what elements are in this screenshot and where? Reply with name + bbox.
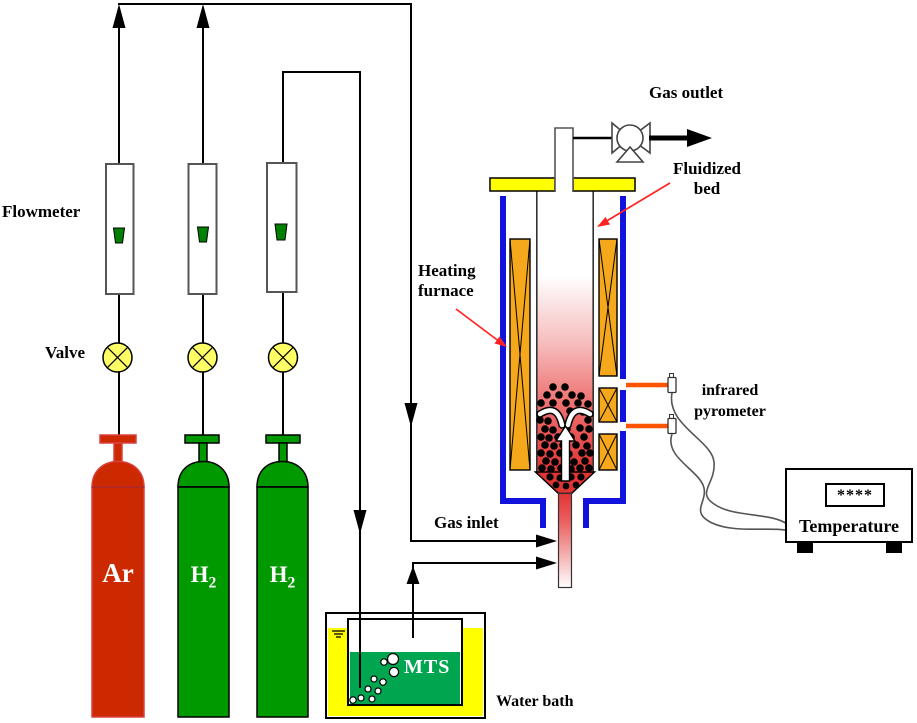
sensor-wire-1 [670, 392, 788, 525]
pipe-h2b-to-bubbler [282, 71, 361, 688]
furnace-shell [500, 196, 626, 528]
h2a-sub: 2 [208, 574, 217, 592]
pipe-bubbler-to-inlet [412, 562, 548, 638]
valve-3-icon [267, 342, 299, 373]
gas-outlet-arrow-icon [649, 129, 712, 147]
reactor-assembly [489, 121, 791, 589]
gas-valves [102, 342, 299, 373]
temperature-label: Temperature [799, 516, 899, 536]
gas-inlet-label: Gas inlet [434, 513, 499, 532]
fluidized-bed-label: Fluidized bed [657, 159, 757, 199]
flow-arrows [112, 4, 557, 584]
hydrogen-cylinder-1-label: H2 [178, 562, 229, 593]
infrared-pyrometer-label: infrared pyrometer [670, 380, 790, 422]
h2b-sub: 2 [287, 574, 296, 592]
temperature-readout-box: **** Temperature [785, 468, 913, 543]
heating-furnace-label: Heating furnace [418, 261, 476, 301]
argon-cylinder-label: Ar [92, 558, 144, 594]
valve-2-icon [187, 342, 218, 373]
infrared-pyrometer-label-line2: pyrometer [694, 403, 766, 420]
outlet-riser [554, 127, 574, 191]
fluidized-bed-label-line2: bed [693, 179, 721, 198]
arrow-up-bubbler-out [406, 566, 420, 584]
h2b-symbol: H [269, 562, 288, 587]
mts-label: MTS [404, 656, 451, 678]
flowmeter-floats [112, 223, 288, 244]
annotation-arrows [455, 182, 671, 347]
arrow-down-bubbler [353, 510, 367, 534]
pipe-direct-gas-inlet [410, 4, 548, 542]
hydrogen-cylinder-2 [256, 434, 309, 718]
heating-furnace-pointer [455, 308, 501, 343]
flowmeters [105, 162, 298, 295]
fluidized-bed-label-line1: Fluidized [672, 159, 741, 178]
valve-1-icon [102, 342, 133, 373]
heating-elements [509, 238, 618, 471]
water-level-icon [332, 630, 345, 638]
temperature-box-foot-left [797, 541, 813, 553]
heating-furnace-label-line1: Heating [418, 261, 476, 280]
heating-furnace-label-line2: furnace [418, 281, 474, 300]
arrow-up-1 [112, 4, 126, 28]
water-bath [325, 612, 486, 719]
temperature-display: **** [825, 483, 885, 507]
bubbles [349, 652, 400, 704]
valve-label: Valve [45, 343, 85, 362]
flowmeter-label: Flowmeter [2, 202, 81, 221]
hydrogen-cylinder-2-label: H2 [257, 562, 308, 593]
top-flange-right [572, 177, 636, 192]
argon-symbol: Ar [102, 558, 134, 588]
reactor-inlet-tube [557, 492, 573, 589]
hydrogen-cylinder-1 [177, 434, 230, 718]
mts-liquid [350, 652, 460, 704]
gas-fountain-icon [536, 406, 594, 429]
arrow-inlet-upper [536, 534, 557, 548]
outlet-valve-icon [611, 121, 651, 163]
infrared-pyrometer-label-line1: infrared [701, 382, 759, 399]
gas-outlet-label: Gas outlet [649, 83, 724, 102]
arrow-inlet-lower [536, 556, 557, 570]
fluidized-bed-pointer [604, 182, 671, 223]
h2a-symbol: H [190, 562, 209, 587]
up-flow-arrow-icon [554, 424, 577, 482]
arrow-up-2 [196, 4, 210, 28]
temperature-box-foot-right [886, 541, 902, 553]
arrow-down-direct [404, 403, 418, 427]
argon-cylinder [91, 434, 145, 718]
sensor-wire-2 [670, 433, 791, 532]
water-bath-label: Water bath [496, 693, 574, 710]
top-flange-left [489, 177, 556, 192]
infrared-pyrometer-sensors [626, 373, 791, 532]
